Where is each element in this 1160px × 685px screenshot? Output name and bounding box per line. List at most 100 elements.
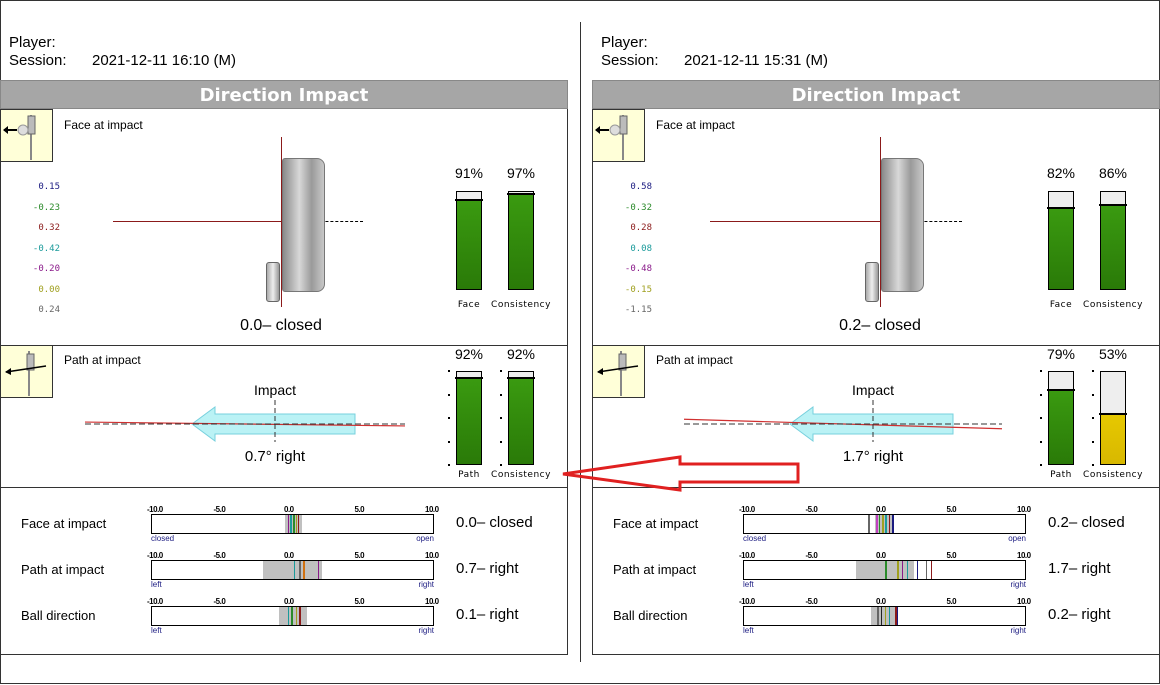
scale-tick-label: -5.0 bbox=[213, 597, 226, 606]
bar-label: Path bbox=[1050, 470, 1072, 480]
session-value: 2021-12-11 15:31 (M) bbox=[684, 52, 828, 69]
shot-marker bbox=[892, 515, 894, 533]
face-legend-value: 0.28 bbox=[630, 223, 652, 233]
path-section bbox=[0, 345, 568, 488]
impact-label: Impact bbox=[253, 382, 296, 398]
score-bar bbox=[1099, 371, 1127, 465]
summary-row-label: Path at impact bbox=[21, 562, 105, 577]
session-panel-right: Player:Session:2021-12-11 15:31 (M)Direc… bbox=[592, 0, 1160, 660]
shot-marker bbox=[287, 515, 290, 533]
scale-tick-label: 5.0 bbox=[354, 505, 365, 514]
scale-tick-label: 5.0 bbox=[946, 597, 957, 606]
score-bar-fill bbox=[457, 200, 481, 289]
scale-tick-label: 10.0 bbox=[1017, 551, 1031, 560]
scale-tick-label: 10.0 bbox=[425, 597, 439, 606]
score-bar-marker bbox=[507, 377, 535, 380]
bar-percent: 92% bbox=[506, 346, 536, 362]
scale-tick-label: -5.0 bbox=[805, 551, 818, 560]
scale-tick-label: -10.0 bbox=[739, 551, 755, 560]
range-right-label: open bbox=[1008, 534, 1026, 543]
range-right-label: right bbox=[418, 626, 434, 635]
panel-divider bbox=[580, 22, 581, 662]
shot-marker bbox=[876, 515, 878, 533]
bar-label: Face bbox=[457, 300, 481, 310]
path-line bbox=[84, 421, 406, 427]
scale-tick-label: 0.0 bbox=[876, 551, 886, 560]
bar-label: Face bbox=[1049, 300, 1073, 310]
bar-tick bbox=[448, 417, 450, 419]
score-bar-marker bbox=[1047, 207, 1075, 210]
summary-row-value: 1.7– right bbox=[1048, 560, 1111, 577]
bar-tick bbox=[1040, 464, 1042, 466]
bar-tick bbox=[1040, 393, 1042, 396]
face-legend-value: 0.08 bbox=[630, 243, 652, 254]
bar-label: Consistency bbox=[1083, 300, 1143, 310]
bar-tick bbox=[500, 417, 502, 419]
bar-tick bbox=[1092, 464, 1094, 466]
shot-marker bbox=[291, 607, 293, 625]
shot-marker bbox=[897, 561, 899, 579]
putter-hosel-image bbox=[266, 262, 280, 302]
bar-tick bbox=[1092, 440, 1094, 443]
scale-tick-label: 0.0 bbox=[284, 551, 294, 560]
shot-marker bbox=[885, 561, 887, 579]
score-bar-marker bbox=[455, 377, 483, 380]
summary-row-value: 0.1– right bbox=[456, 606, 519, 623]
bar-label: Consistency bbox=[491, 470, 551, 480]
face-target-line bbox=[710, 221, 880, 222]
face-view-icon[interactable] bbox=[592, 109, 645, 162]
bar-percent: 79% bbox=[1046, 346, 1076, 362]
range-right-label: right bbox=[1010, 626, 1026, 635]
face-legend-value: 0.32 bbox=[38, 223, 60, 233]
section-title: Direction Impact bbox=[592, 80, 1160, 109]
scale-tick-label: -5.0 bbox=[213, 551, 226, 560]
score-bar bbox=[1047, 371, 1075, 465]
bar-tick bbox=[448, 393, 450, 396]
path-section-title: Path at impact bbox=[64, 353, 141, 367]
summary-range-bar bbox=[151, 514, 434, 534]
face-section-title: Face at impact bbox=[64, 118, 143, 132]
score-bar-marker bbox=[1047, 389, 1075, 392]
face-angle-value: 0.0– closed bbox=[240, 317, 322, 334]
face-legend-value: -0.42 bbox=[32, 243, 60, 254]
range-right-label: right bbox=[418, 580, 434, 589]
session-label: Session: bbox=[9, 52, 67, 69]
score-bar-fill bbox=[1101, 415, 1125, 464]
score-bar-fill bbox=[1101, 205, 1125, 289]
scale-tick-label: 0.0 bbox=[284, 597, 294, 606]
face-legend-value: 0.15 bbox=[38, 182, 60, 192]
face-section bbox=[592, 109, 1160, 346]
shot-marker bbox=[916, 561, 919, 579]
path-view-icon[interactable] bbox=[592, 345, 645, 398]
shot-marker bbox=[884, 607, 887, 625]
range-left-label: left bbox=[743, 626, 754, 635]
range-left-label: closed bbox=[151, 534, 175, 543]
scale-tick-label: 5.0 bbox=[946, 505, 957, 514]
scale-tick-label: 10.0 bbox=[425, 505, 439, 514]
summary-range-bar bbox=[743, 514, 1026, 534]
summary-range-bar bbox=[151, 560, 434, 580]
impact-label: Impact bbox=[851, 382, 894, 398]
range-right-label: right bbox=[1010, 580, 1026, 589]
bar-tick bbox=[1040, 417, 1042, 419]
shot-marker bbox=[877, 607, 879, 625]
range-left-label: left bbox=[743, 580, 754, 589]
score-bar bbox=[507, 191, 535, 290]
bar-tick bbox=[1092, 370, 1094, 372]
putter-head-image bbox=[881, 158, 924, 292]
face-view-icon[interactable] bbox=[0, 109, 53, 162]
summary-row-label: Path at impact bbox=[613, 562, 697, 577]
path-view-icon[interactable] bbox=[0, 345, 53, 398]
score-bar-fill bbox=[1049, 391, 1073, 464]
scale-tick-label: -5.0 bbox=[805, 597, 818, 606]
putter-hosel-image bbox=[865, 262, 879, 302]
scale-tick-label: -10.0 bbox=[739, 505, 755, 514]
score-bar bbox=[1099, 191, 1127, 290]
score-bar-marker bbox=[455, 198, 483, 201]
shot-marker bbox=[297, 515, 300, 533]
score-bar bbox=[455, 191, 483, 290]
shot-marker bbox=[901, 561, 904, 579]
score-bar bbox=[507, 371, 535, 465]
scale-tick-label: 0.0 bbox=[876, 597, 886, 606]
bar-tick bbox=[1040, 440, 1042, 443]
